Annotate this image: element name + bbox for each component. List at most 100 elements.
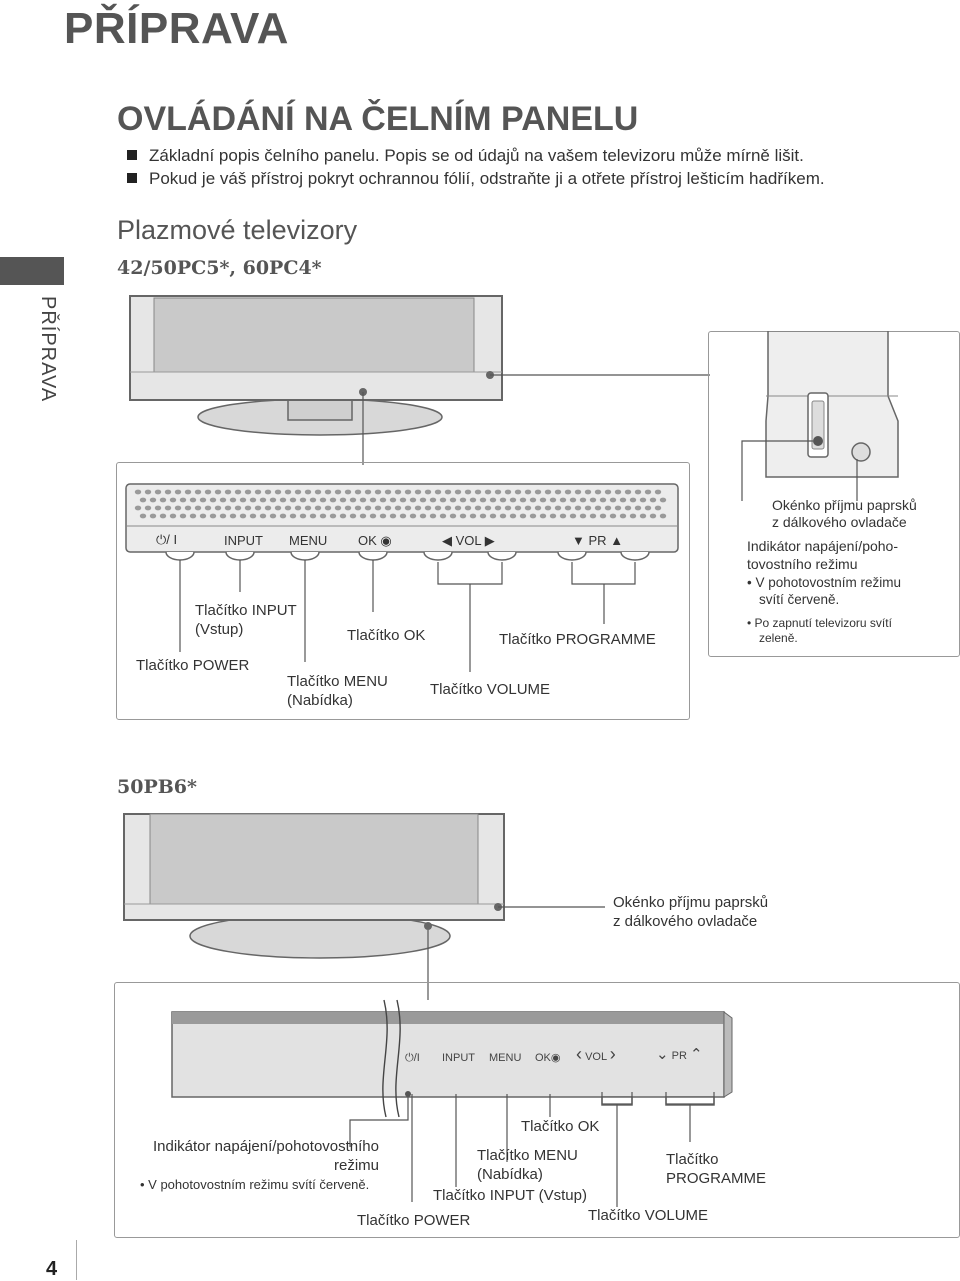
- pr-button-label[interactable]: ▼ PR ▲: [572, 533, 624, 548]
- grille-dot: [189, 497, 197, 503]
- side-tab-label: PŘÍPRAVA: [37, 296, 59, 403]
- grille-dot: [284, 489, 292, 495]
- leader-lines-1: [362, 374, 710, 465]
- grille-dot: [234, 489, 242, 495]
- grille-dot: [519, 513, 527, 519]
- grille-dot: [214, 505, 222, 511]
- side-tab-marker: [0, 257, 64, 285]
- grille-dot: [594, 489, 602, 495]
- grille-dot: [224, 489, 232, 495]
- grille-dot: [169, 497, 177, 503]
- callout-volume-2: Tlačítko VOLUME: [588, 1207, 709, 1224]
- ok-circle-icon: ◉: [380, 533, 392, 548]
- input-button-label-2[interactable]: INPUT: [442, 1052, 475, 1064]
- grille-dot: [389, 497, 397, 503]
- grille-dot: [514, 505, 522, 511]
- grille-dot: [234, 505, 242, 511]
- grille-dot: [339, 513, 347, 519]
- grille-dot: [149, 497, 157, 503]
- power-symbol-label: ⏻/ I: [156, 532, 178, 547]
- grille-dot: [274, 505, 282, 511]
- grille-dot: [179, 513, 187, 519]
- grille-dot: [384, 489, 392, 495]
- callout-ok: Tlačítko OK: [347, 627, 426, 644]
- callout-input-2: Tlačítko INPUT (Vstup): [433, 1187, 587, 1204]
- grille-dot: [204, 505, 212, 511]
- grille-dot: [414, 489, 422, 495]
- grille-dot: [159, 497, 167, 503]
- grille-dot: [209, 497, 217, 503]
- grille-dot: [569, 513, 577, 519]
- grille-dot: [654, 489, 662, 495]
- menu-button-label-2[interactable]: MENU: [489, 1052, 522, 1064]
- grille-dot: [344, 505, 352, 511]
- grille-dot: [229, 497, 237, 503]
- grille-dot: [644, 489, 652, 495]
- ok-button-label[interactable]: OK ◉: [358, 533, 392, 548]
- left-arrow-icon: ◀: [442, 533, 452, 548]
- grille-dot: [479, 497, 487, 503]
- grille-dot: [184, 505, 192, 511]
- grille-dot: [539, 497, 547, 503]
- ok-button-label-2[interactable]: OK◉: [535, 1052, 561, 1064]
- grille-dot: [409, 513, 417, 519]
- grille-dot: [144, 489, 152, 495]
- grille-dot: [134, 489, 142, 495]
- grille-dot: [279, 497, 287, 503]
- callout-ok-2: Tlačítko OK: [521, 1118, 600, 1135]
- grille-dot: [489, 497, 497, 503]
- chevron-right-icon: ›: [609, 1044, 616, 1064]
- grille-dot: [464, 505, 472, 511]
- grille-dot: [294, 505, 302, 511]
- grille-dot: [424, 489, 432, 495]
- pr-button-label-2[interactable]: ⌄ PR ⌃: [656, 1046, 703, 1063]
- grille-dot: [349, 513, 357, 519]
- grille-dot: [474, 505, 482, 511]
- square-bullet-icon: [127, 173, 137, 183]
- bullet-item: Pokud je váš přístroj pokryt ochrannou f…: [127, 169, 825, 189]
- grille-dot: [574, 489, 582, 495]
- input-button-label[interactable]: INPUT: [224, 533, 263, 548]
- grille-dot: [244, 489, 252, 495]
- grille-dot: [394, 505, 402, 511]
- page-title: PŘÍPRAVA: [64, 4, 289, 53]
- grille-dot: [479, 513, 487, 519]
- grille-dot: [544, 505, 552, 511]
- tv-illustration-2: [123, 813, 505, 959]
- callout-programme: Tlačítko PROGRAMME: [499, 631, 656, 648]
- grille-dot: [544, 489, 552, 495]
- grille-dot: [554, 505, 562, 511]
- grille-dot: [489, 513, 497, 519]
- grille-dot: [274, 489, 282, 495]
- grille-dot: [614, 489, 622, 495]
- menu-button-label[interactable]: MENU: [289, 533, 328, 548]
- grille-dot: [289, 513, 297, 519]
- grille-dot: [134, 505, 142, 511]
- grille-dot: [589, 513, 597, 519]
- grille-dot: [259, 513, 267, 519]
- tv-illustration-1: [129, 295, 503, 436]
- grille-dot: [324, 489, 332, 495]
- grille-dot: [164, 505, 172, 511]
- page-divider: [76, 1240, 77, 1280]
- vol-button-label[interactable]: ◀ VOL ▶: [442, 533, 495, 548]
- grille-dot: [254, 505, 262, 511]
- grille-dot: [239, 513, 247, 519]
- grille-dot: [264, 489, 272, 495]
- grille-dot: [649, 513, 657, 519]
- grille-dot: [539, 513, 547, 519]
- speaker-grille: [134, 489, 667, 519]
- model-name-2: 50PB6*: [117, 776, 197, 798]
- grille-dot: [334, 489, 342, 495]
- grille-dot: [364, 489, 372, 495]
- grille-dot: [249, 513, 257, 519]
- vol-button-label-2[interactable]: ‹ VOL ›: [576, 1044, 616, 1064]
- grille-dot: [269, 497, 277, 503]
- bullet-item: Základní popis čelního panelu. Popis se …: [127, 146, 804, 166]
- grille-dot: [304, 489, 312, 495]
- grille-dot: [239, 497, 247, 503]
- grille-dot: [549, 497, 557, 503]
